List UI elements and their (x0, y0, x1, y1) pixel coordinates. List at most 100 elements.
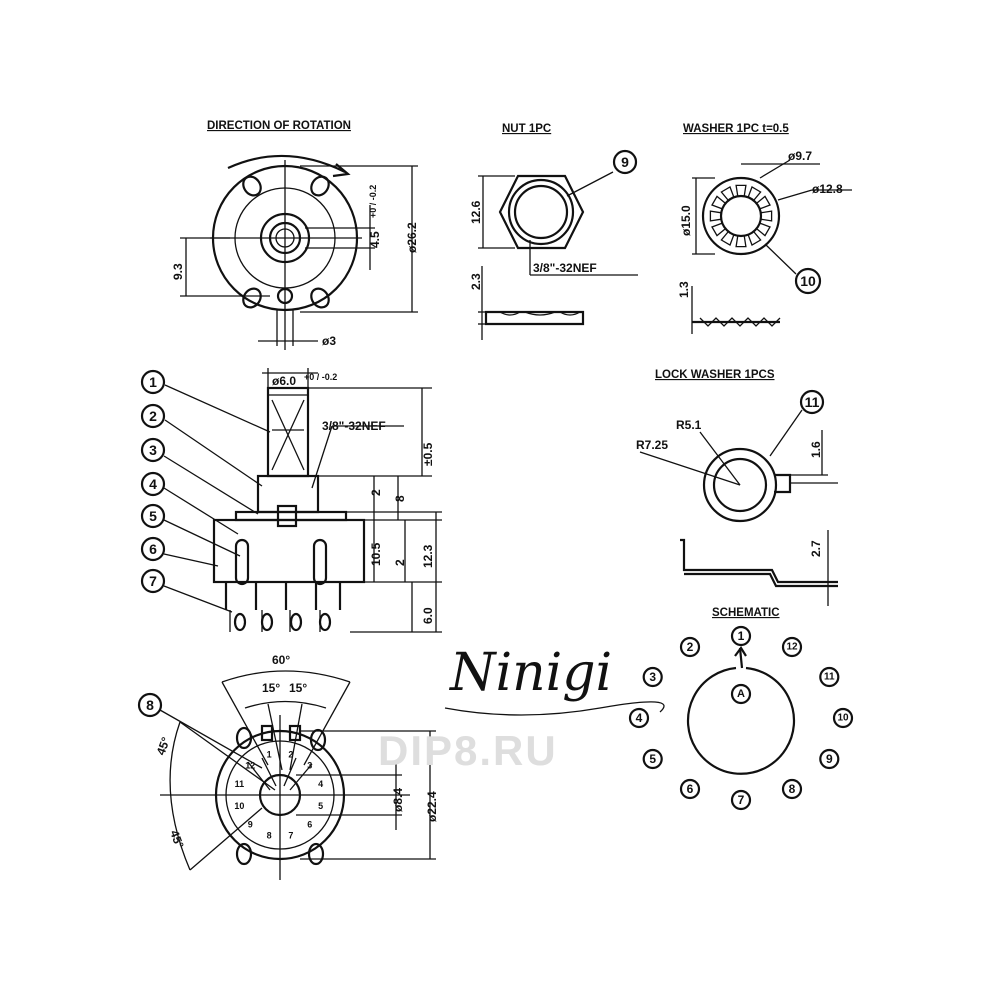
mounting-slots (242, 175, 330, 309)
bottom-pin-mark: 4 (318, 779, 323, 789)
dim-washer-12-8: ø12.8 (812, 182, 843, 196)
schematic-terminal-circle (730, 625, 752, 647)
schematic-terminal-circle (642, 748, 663, 770)
callout-10: 10 (800, 273, 816, 289)
dim-shaft-dia: ø6.0 (272, 374, 296, 388)
dim-dia-8-4: ø8.4 (391, 788, 405, 812)
leader-2 (164, 419, 263, 487)
lock-washer-view (639, 389, 838, 606)
dim-8: 8 (393, 495, 407, 502)
bottom-pin-mark: 11 (235, 779, 245, 789)
switch-body (212, 518, 366, 584)
lock-washer-inner (712, 457, 768, 513)
schematic-terminal-circle (832, 707, 854, 729)
bottom-pin-mark: 5 (318, 801, 323, 811)
schematic-wiper-arrow (734, 646, 747, 657)
watermark: DIP8.RU (378, 727, 558, 774)
washer-tooth (720, 231, 735, 246)
side-view (163, 368, 442, 633)
schematic-terminal-circle (781, 636, 803, 658)
brand-underline (444, 701, 665, 716)
washer-side-teeth (699, 317, 781, 327)
washer-tooth (720, 186, 735, 201)
callout-2: 2 (149, 408, 157, 424)
side-callouts: 1 2 3 4 5 6 7 (140, 369, 166, 594)
bottom-pin-mark: 7 (288, 831, 293, 841)
tol-4-5: +0 / -0.2 (368, 185, 378, 218)
schematic-terminal-circle (730, 789, 752, 811)
nut-thread-label: 3/8"-32NEF (533, 261, 597, 275)
leader-1 (164, 384, 271, 433)
washer-tooth (709, 210, 722, 222)
dim-angle-45a: 45° (154, 735, 173, 757)
bottom-pin-mark: 3 (307, 760, 312, 770)
dim-1-6: 1.6 (809, 441, 823, 458)
schematic-terminal-4: 4 (636, 711, 643, 725)
leader-4 (163, 487, 239, 535)
lock-washer-outer (702, 447, 778, 523)
callout-1: 1 (149, 374, 157, 390)
callout-5: 5 (149, 508, 157, 524)
washer-tooth (711, 195, 726, 210)
dim-dia-22-4: ø22.4 (425, 791, 439, 822)
schematic-terminal-2: 2 (687, 640, 694, 654)
bottom-pin-mark: 10 (234, 801, 244, 811)
dim-washer-9-7: ø9.7 (788, 149, 812, 163)
bottom-pin-mark: 1 (267, 749, 272, 759)
dim-washer-15-0: ø15.0 (679, 205, 693, 236)
dim-2-upper: 2 (369, 489, 383, 496)
dim-2-lower: 2 (393, 559, 407, 566)
dim-6-0: 6.0 (421, 607, 435, 624)
washer-tooth (735, 184, 747, 197)
dim-nut-12-6: 12.6 (469, 200, 483, 224)
washer-view (691, 159, 852, 334)
washer-tooth (735, 235, 747, 248)
schematic-terminal-circle (642, 666, 663, 688)
title-washer: WASHER 1PC t=0.5 (683, 123, 789, 135)
leader-6 (163, 553, 219, 567)
washer-outer (701, 176, 781, 256)
schematic-terminal-circle (819, 748, 840, 770)
leader-7 (163, 585, 233, 613)
dim-angle-45b: 45° (167, 828, 186, 850)
side-thread-label: 3/8"-32NEF (322, 419, 386, 433)
dim-washer-1-3: 1.3 (677, 281, 691, 298)
bottom-pin-mark: 8 (267, 831, 272, 841)
schematic-terminal-10: 10 (837, 713, 849, 724)
dim-dia-26-2: ø26.2 (405, 222, 419, 253)
shaft (266, 386, 310, 478)
dim-angle-60: 60° (272, 653, 290, 667)
schematic-terminal-12: 12 (786, 642, 798, 653)
schematic-terminal-circle (819, 666, 840, 688)
tol-shaft-dia: +0 / -0.2 (304, 372, 337, 382)
callout-7: 7 (149, 573, 157, 589)
washer-tooth (711, 222, 726, 237)
rotation-arrow-arc (227, 154, 346, 173)
callout-9-circle (612, 149, 638, 175)
brand-logo: Ninigi (448, 643, 612, 703)
schematic-terminal-9: 9 (826, 752, 833, 766)
washer-tooth (756, 195, 771, 210)
dim-angle-15b: 15° (289, 681, 307, 695)
dim-9-3: 9.3 (171, 263, 185, 280)
title-nut: NUT 1PC (502, 123, 551, 135)
bottom-pins (235, 724, 327, 866)
dim-4-5: 4.5 (368, 231, 382, 248)
dim-r5-1: R5.1 (676, 418, 702, 432)
schematic-terminal-8: 8 (789, 782, 796, 796)
washer-tooth (747, 231, 762, 246)
nut-hex-outline (498, 174, 585, 250)
washer-teeth (709, 184, 773, 248)
schematic-terminal-11: 11 (824, 672, 835, 683)
schematic-terminal-1: 1 (738, 629, 745, 643)
shaft-knurl (271, 399, 305, 471)
schematic-terminal-circle (628, 707, 650, 729)
callout-4: 4 (149, 476, 157, 492)
bottom-view (159, 670, 436, 880)
bottom-pin-mark: 12 (245, 760, 255, 770)
bottom-pin-mark: 9 (248, 820, 253, 830)
schematic-terminal-circle (679, 636, 701, 658)
